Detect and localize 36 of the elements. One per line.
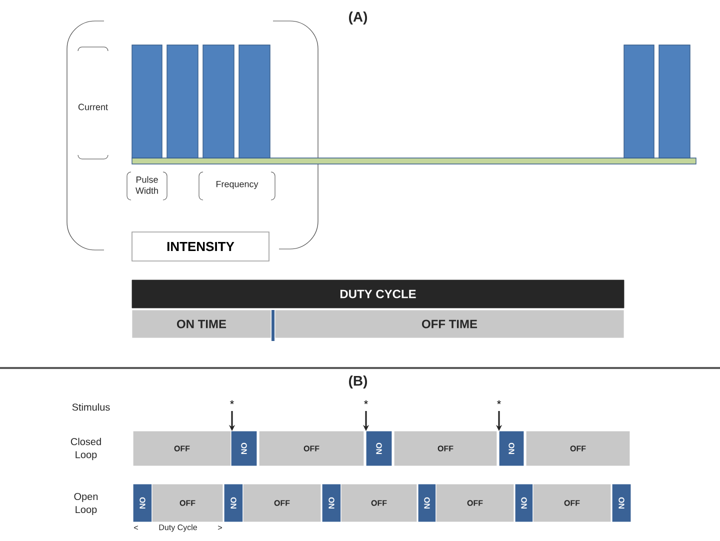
on-segment: ON (612, 484, 632, 522)
range-label: Duty Cycle (159, 524, 197, 532)
on-segment: ON (230, 430, 258, 466)
panel-label: (B) (348, 375, 368, 389)
off-segment: OFF (258, 430, 364, 466)
on-segment: ON (132, 484, 152, 522)
off-segment: OFF (532, 484, 612, 522)
on-segment: ON (418, 484, 436, 522)
on-segment: ON (322, 484, 342, 522)
off-segment: OFF (132, 430, 232, 466)
time-segment: ON TIME (132, 310, 272, 338)
intensity-box: INTENSITY (132, 232, 270, 262)
duty-cycle-bar: DUTY CYCLE (132, 280, 624, 308)
off-segment: OFF (340, 484, 418, 522)
on-segment: ON (514, 484, 534, 522)
panel-label: (A) (348, 11, 368, 25)
off-segment: OFF (394, 430, 498, 466)
range-mark: > (218, 526, 222, 530)
parameter-label: Frequency (216, 180, 258, 190)
asterisk: * (230, 400, 234, 404)
asterisk: * (497, 400, 501, 404)
off-segment: OFF (436, 484, 514, 522)
row-label: Stimulus (72, 403, 110, 411)
on-segment: ON (366, 430, 392, 466)
row-label: Open Loop (74, 492, 98, 516)
off-segment: OFF (242, 484, 322, 522)
parameter-label: Pulse Width (136, 176, 158, 194)
off-segment: OFF (526, 430, 630, 466)
time-segment: OFF TIME (274, 310, 624, 338)
range-mark: < (134, 526, 138, 530)
row-label: Closed Loop (70, 438, 101, 460)
asterisk: * (364, 400, 368, 404)
on-segment: ON (224, 484, 244, 522)
off-segment: OFF (152, 484, 224, 522)
on-segment: ON (498, 430, 524, 466)
axis-label: Current (78, 104, 108, 110)
